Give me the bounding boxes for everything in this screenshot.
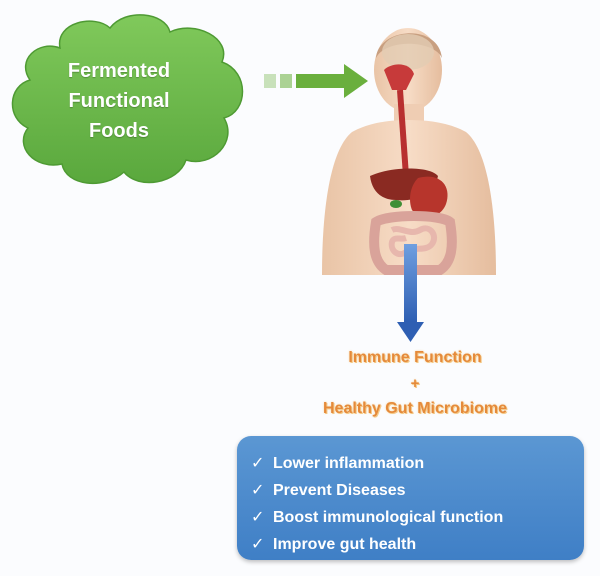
benefits-list: ✓ Lower inflammation ✓ Prevent Diseases ✓ B… (237, 436, 584, 558)
benefit-item: ✓ Lower inflammation (251, 450, 584, 477)
benefits-box: ✓ Lower inflammation ✓ Prevent Diseases ✓ B… (237, 436, 584, 560)
benefit-label: Boost immunological function (273, 509, 504, 526)
check-icon: ✓ (251, 482, 265, 499)
cloud-label-line: Functional (68, 90, 170, 112)
check-icon: ✓ (251, 455, 265, 472)
outcome-plus-sign: + (410, 375, 420, 392)
benefit-item: ✓ Improve gut health (251, 531, 584, 558)
cloud-label-line: Foods (89, 120, 149, 142)
green-arrow (264, 64, 368, 98)
outcome-healthy-gut-microbiome: Healthy Gut Microbiome (322, 400, 508, 417)
benefit-label: Lower inflammation (273, 455, 425, 472)
outcome-immune-function: Immune Function (348, 349, 482, 366)
cloud-shape (11, 14, 244, 185)
benefit-item: ✓ Boost immunological function (251, 504, 584, 531)
human-torso-digestive-system-illustration (322, 28, 496, 275)
cloud-label: Fermented Functional Foods (34, 56, 204, 146)
blue-down-arrow (397, 244, 424, 342)
check-icon: ✓ (251, 509, 265, 526)
cloud-label-line: Fermented (67, 60, 171, 82)
benefit-item: ✓ Prevent Diseases (251, 477, 584, 504)
check-icon: ✓ (251, 536, 265, 553)
benefit-label: Improve gut health (273, 536, 417, 553)
benefit-label: Prevent Diseases (273, 482, 406, 499)
